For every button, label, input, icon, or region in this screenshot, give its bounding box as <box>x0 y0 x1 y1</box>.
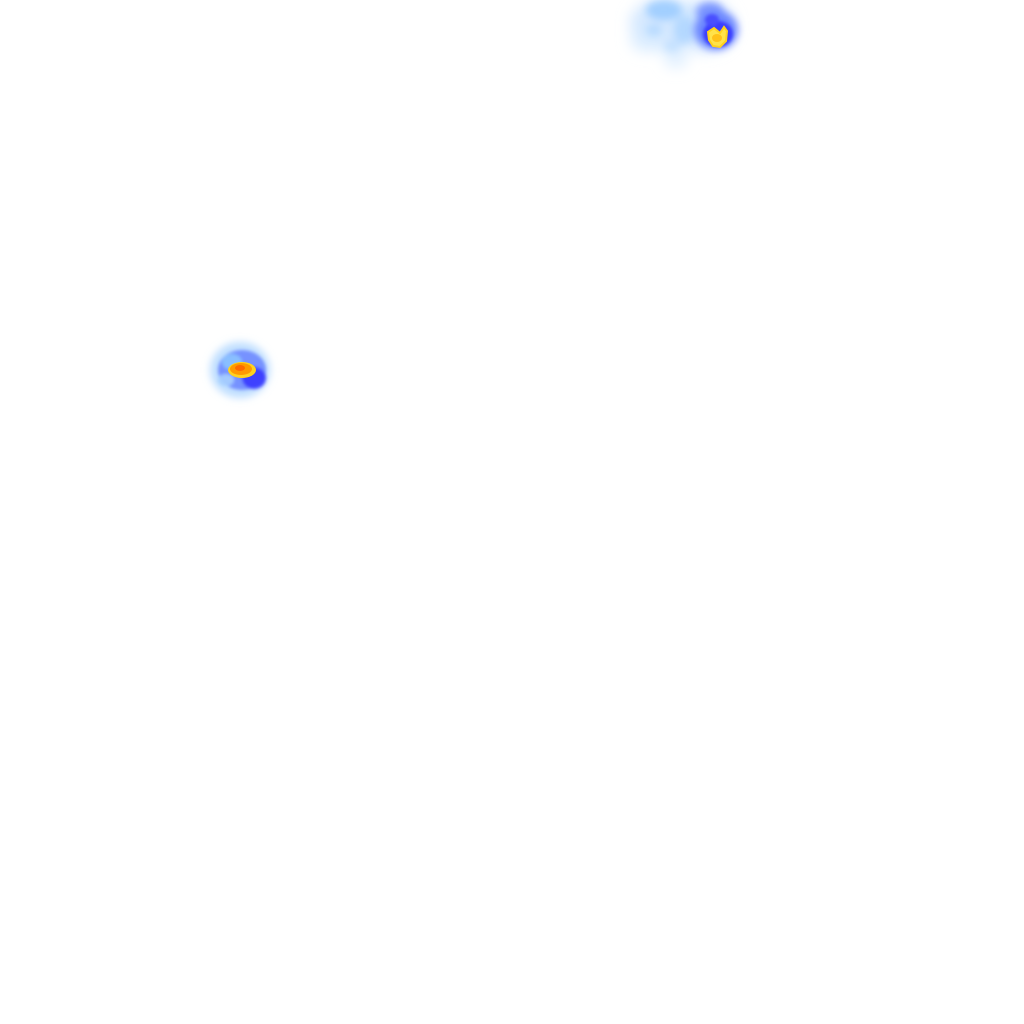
echo-west <box>210 342 270 398</box>
echo-northeast-sky-streaks <box>646 0 694 52</box>
echo-northeast-core <box>706 25 729 49</box>
echo-west-core <box>228 362 256 378</box>
echo-northeast <box>630 0 738 68</box>
